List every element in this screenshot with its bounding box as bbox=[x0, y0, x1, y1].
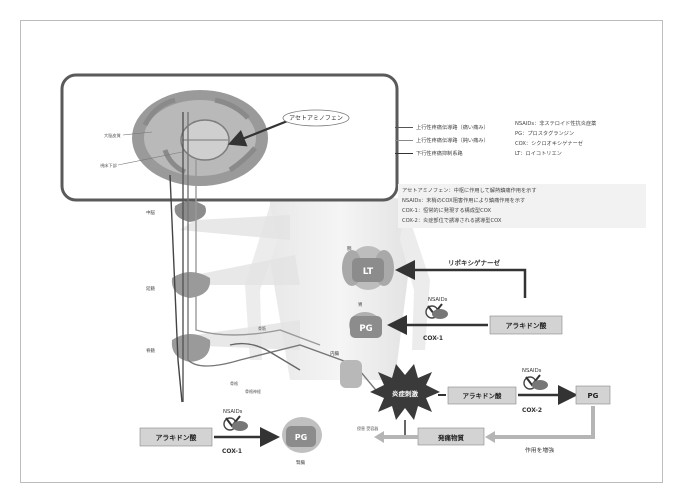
thalamus-label: 視床下部 bbox=[100, 162, 117, 169]
legend-text-2: 上行性疼痛伝導路（鈍い痛み） bbox=[416, 138, 489, 144]
spine-label-midbrain: 中脳 bbox=[146, 209, 155, 216]
note-cox2: COX-2：炎症部位で誘導される誘導型COX bbox=[402, 216, 642, 226]
pain-substance-label: 発痛物質 bbox=[437, 433, 465, 442]
arachidonic-label-upper: アラキドン酸 bbox=[506, 321, 547, 330]
enhance-arrowhead bbox=[485, 431, 495, 443]
cox1-label-upper: COX-1 bbox=[423, 335, 443, 342]
lipoxygenase-label: リポキシゲナーゼ bbox=[448, 258, 501, 267]
cortex-label: 大脳皮質 bbox=[104, 132, 121, 139]
nerve-label-c: 骨格神経 bbox=[245, 388, 261, 394]
legend-line-2: 上行性疼痛伝導路（鈍い痛み） bbox=[395, 137, 489, 144]
arachidonic-label-lower: アラキドン酸 bbox=[156, 433, 197, 442]
abbr-pg: PG：プロスタグランジン bbox=[515, 129, 645, 139]
arachidonic-label-middle: アラキドン酸 bbox=[463, 391, 503, 400]
inflammation-label: 炎症刺激 bbox=[392, 389, 419, 398]
legend-swatch-2 bbox=[395, 140, 413, 141]
legend-text-1: 上行性疼痛伝導路（痛い痛み） bbox=[416, 125, 489, 131]
abbreviation-list: NSAIDs：非ステロイド性抗炎症薬 PG：プロスタグランジン COX：シクロオ… bbox=[515, 119, 645, 159]
spine-label-medulla: 延髄 bbox=[146, 285, 155, 292]
cox1-label-lower: COX-1 bbox=[222, 448, 242, 455]
enhance-path bbox=[495, 406, 593, 437]
kidney-label: 腎臓 bbox=[296, 459, 305, 466]
lt-label: LT bbox=[363, 267, 374, 277]
cox2-label: COX-2 bbox=[522, 407, 542, 414]
gut-label: 内臓 bbox=[330, 350, 339, 357]
nerve-label-b: 骨格 bbox=[230, 380, 238, 386]
pg-label-stomach: PG bbox=[359, 324, 372, 334]
nsaids-cox1-lower: NSAIDs COX-1 bbox=[222, 409, 248, 455]
note-nsaids: NSAIDs：末梢のCOX阻害作用により鎮痛作用を示す bbox=[402, 196, 642, 206]
stomach-label: 胃 bbox=[358, 302, 363, 308]
spine-label-spinal-cord: 脊髄 bbox=[146, 347, 155, 354]
acetaminophen-label: アセトアミノフェン bbox=[289, 115, 343, 122]
abbr-nsaids: NSAIDs：非ステロイド性抗炎症薬 bbox=[515, 119, 645, 129]
abbr-cox: COX：シクロオキシゲナーゼ bbox=[515, 139, 645, 149]
burst-to-pain-line bbox=[405, 420, 416, 437]
lung-label: 肺 bbox=[347, 246, 352, 252]
notes-box: アセトアミノフェン：中枢に作用して解熱鎮痛作用を示す NSAIDs：末梢のCOX… bbox=[398, 184, 646, 228]
nsaids-label-cox2: NSAIDs bbox=[522, 368, 542, 374]
legend-line-3: 下行性疼痛抑制系路 bbox=[395, 150, 463, 157]
enhance-label: 作用を増強 bbox=[525, 446, 554, 454]
abbr-lt: LT：ロイコトリエン bbox=[515, 149, 645, 159]
note-cox1: COX-1：恒常的に発現する構成型COX bbox=[402, 206, 642, 216]
pg-label-right: PG bbox=[588, 392, 599, 400]
legend-swatch-3 bbox=[395, 153, 413, 154]
pg-label-kidney: PG bbox=[295, 433, 307, 442]
note-acetaminophen: アセトアミノフェン：中枢に作用して解熱鎮痛作用を示す bbox=[402, 186, 642, 196]
nsaids-label-upper: NSAIDs bbox=[428, 297, 448, 303]
brain-section bbox=[132, 90, 268, 186]
nsaids-label-lower: NSAIDs bbox=[223, 409, 243, 415]
legend-line-1: 上行性疼痛伝導路（痛い痛み） bbox=[395, 124, 489, 131]
nociceptor-label: 侵害 受容器 bbox=[357, 425, 378, 431]
nsaids-cox2: NSAIDs COX-2 bbox=[522, 368, 548, 414]
nerve-label-a: 骨筋 bbox=[258, 325, 266, 331]
pain-arrowhead bbox=[374, 431, 384, 443]
legend-text-3: 下行性疼痛抑制系路 bbox=[416, 151, 463, 157]
legend-swatch-1 bbox=[395, 127, 413, 128]
